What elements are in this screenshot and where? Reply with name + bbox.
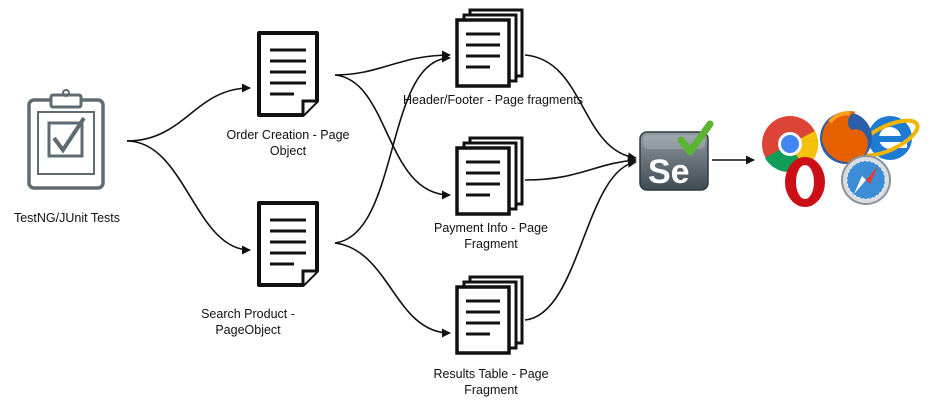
- header-footer-label: Header/Footer - Page fragments: [403, 93, 583, 107]
- results-table-label-line2: Fragment: [464, 383, 518, 397]
- node-results-table: Results Table - Page Fragment: [433, 275, 549, 397]
- order-creation-label-line1: Order Creation - Page: [227, 128, 350, 142]
- node-tests: TestNG/JUnit Tests: [14, 89, 120, 225]
- edge-payment-info-to-selenium: [524, 156, 637, 181]
- document-icon: [257, 31, 319, 117]
- checkmark-icon: [677, 120, 714, 156]
- internet-explorer-icon: [856, 116, 920, 160]
- payment-info-label-line1: Payment Info - Page: [434, 221, 548, 235]
- selenium-logo-icon: Se: [639, 120, 714, 191]
- document-stack-icon: [455, 275, 524, 355]
- payment-info-label-line2: Fragment: [464, 237, 518, 251]
- search-product-label-line1: Search Product -: [201, 307, 295, 321]
- safari-icon: [841, 155, 891, 205]
- order-creation-label-line2: Object: [270, 144, 307, 158]
- tests-label: TestNG/JUnit Tests: [14, 211, 120, 225]
- document-icon: [257, 201, 319, 287]
- edge-header-footer-to-selenium: [524, 54, 637, 162]
- browsers-icon: [762, 111, 920, 207]
- node-order-creation: Order Creation - Page Object: [227, 31, 350, 158]
- edge-results-table-to-selenium: [524, 158, 637, 321]
- firefox-icon: [820, 111, 872, 164]
- document-stack-icon: [455, 136, 524, 216]
- node-payment-info: Payment Info - Page Fragment: [434, 136, 548, 251]
- edge-order-creation-to-payment-info: [334, 74, 451, 200]
- selenium-logo-text: Se: [648, 153, 690, 191]
- edge-search-product-to-header-footer: [334, 53, 451, 244]
- edge-search-product-to-results-table: [334, 242, 451, 338]
- clipboard-check-icon: [27, 89, 105, 190]
- opera-icon: [785, 157, 825, 207]
- results-table-label-line1: Results Table - Page: [433, 367, 548, 381]
- node-header-footer: Header/Footer - Page fragments: [403, 8, 583, 107]
- edge-order-creation-to-header-footer: [334, 50, 451, 76]
- node-selenium: Se: [639, 120, 714, 191]
- node-browsers: [762, 111, 920, 207]
- edges: [126, 50, 755, 338]
- node-search-product: Search Product - PageObject: [201, 201, 319, 337]
- search-product-label-line2: PageObject: [215, 323, 281, 337]
- edge-tests-to-order-creation: [126, 83, 251, 142]
- document-stack-icon: [455, 8, 524, 88]
- edge-tests-to-search-product: [126, 140, 251, 255]
